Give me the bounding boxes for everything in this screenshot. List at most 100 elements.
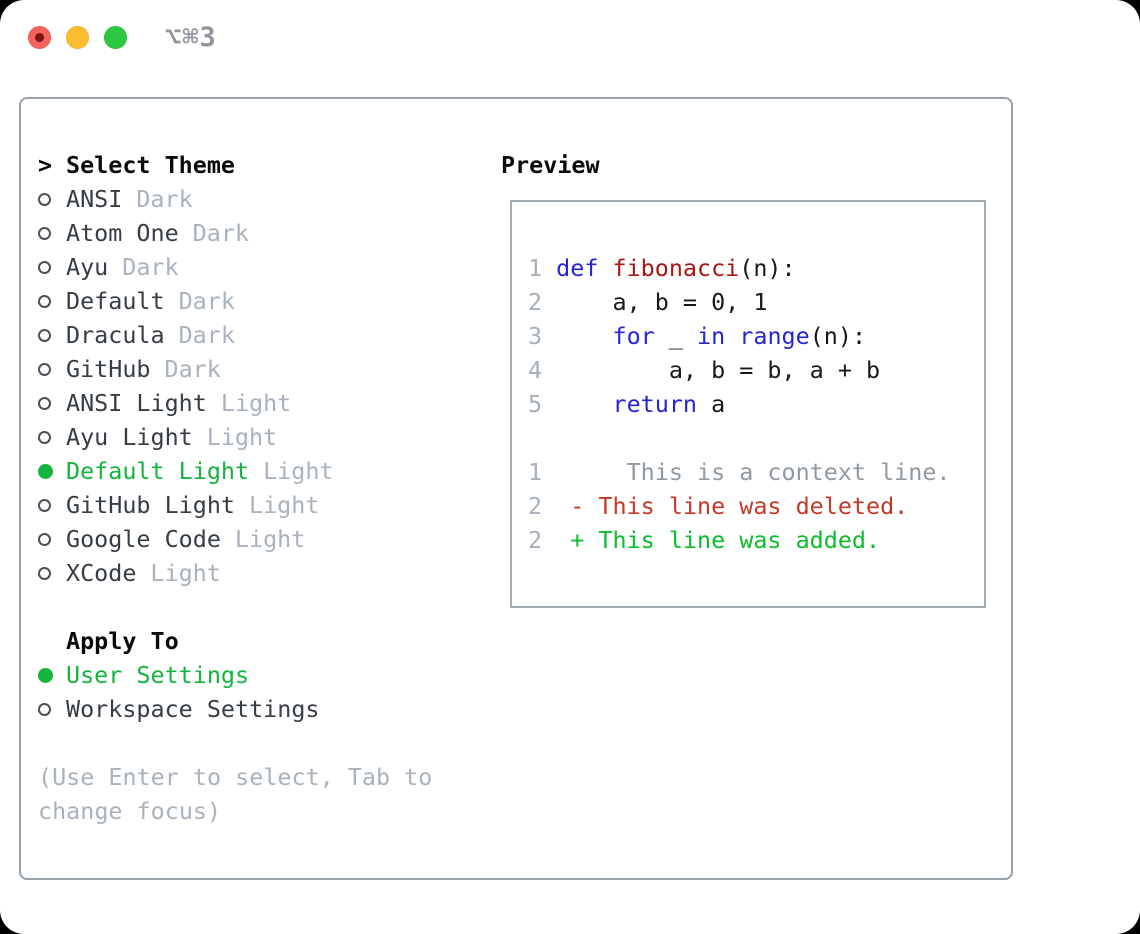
close-button[interactable] [28,26,51,49]
zoom-button[interactable] [104,26,127,49]
preview-line: 2 a, b = 0, 1 [528,285,984,319]
theme-option-github[interactable]: GitHub Dark [38,352,462,386]
code-segment-del: This line was deleted. [598,492,909,520]
code-segment-ctx: This is a context line. [556,458,951,486]
radio-icon [38,294,66,308]
theme-variant-tag: Dark [178,321,235,349]
theme-name: XCode [66,559,137,587]
radio-icon [38,532,66,546]
line-number: 3 [528,322,557,350]
preview-title: Preview [501,151,600,179]
theme-option-atom-one[interactable]: Atom One Dark [38,216,462,250]
theme-variant-tag: Light [206,423,278,451]
radio-icon [38,362,66,376]
code-segment-df: _ [654,322,698,350]
window-shortcut-label: ⌥⌘3 [165,22,217,53]
theme-option-ayu[interactable]: Ayu Dark [38,250,462,284]
theme-option-default-light[interactable]: Default Light Light [38,454,462,488]
theme-name: Default Light [66,457,250,485]
radio-icon [38,430,66,444]
code-segment-fn: fibonacci [612,254,740,282]
apply-option-user-settings[interactable]: User Settings [38,658,462,692]
code-segment-df: (n): [739,254,796,282]
theme-option-google-code[interactable]: Google Code Light [38,522,462,556]
theme-name: Dracula [66,321,165,349]
code-segment-add: + [556,526,599,554]
apply-to-title: Apply To [66,627,179,655]
code-segment-del: - [556,492,599,520]
line-number: 5 [528,390,557,418]
line-number: 4 [528,356,557,384]
theme-variant-tag: Light [220,389,292,417]
theme-variant-tag: Light [263,457,334,485]
theme-name: ANSI Light [66,389,207,417]
radio-icon [38,260,66,274]
keyboard-hint: (Use Enter to select, Tab to change focu… [38,763,433,825]
theme-variant-tag: Light [249,491,320,519]
radio-icon [38,498,66,512]
theme-option-ansi[interactable]: ANSI Dark [38,182,462,216]
line-number: 1 [528,254,557,282]
theme-variant-tag: Dark [164,355,221,383]
theme-name: Atom One [66,219,179,247]
radio-icon [38,396,66,410]
radio-selected-icon [38,463,66,479]
minimize-button[interactable] [66,26,89,49]
theme-variant-tag: Light [234,525,306,553]
code-segment-kw: def [556,254,613,282]
preview-line [528,421,984,455]
radio-icon [38,192,66,206]
code-segment-df: (n): [809,322,867,350]
select-theme-header: > Select Theme [38,148,462,182]
theme-name: ANSI [66,185,123,213]
radio-icon [38,328,66,342]
radio-selected-icon [38,667,66,683]
theme-option-xcode[interactable]: XCode Light [38,556,462,590]
code-segment-kw: return [612,390,698,418]
code-segment-kw: in [697,322,726,350]
preview-line: 2 - This line was deleted. [528,489,984,523]
theme-name: GitHub [66,355,151,383]
code-segment-kw: for [612,322,655,350]
theme-name: Ayu Light [66,423,193,451]
preview-line: 1 This is a context line. [528,455,984,489]
preview-line: 1 def fibonacci(n): [528,251,984,285]
apply-to-header: Apply To [38,624,462,658]
theme-name: Ayu [66,253,109,281]
theme-variant-tag: Dark [192,219,250,247]
theme-variant-tag: Dark [136,185,193,213]
code-segment-add: This line was added. [598,526,881,554]
theme-variant-tag: Light [150,559,221,587]
apply-option-label: User Settings [66,661,250,689]
theme-option-dracula[interactable]: Dracula Dark [38,318,462,352]
theme-variant-tag: Dark [122,253,179,281]
radio-icon [38,566,66,580]
code-segment-df: a, b = 0, 1 [556,288,768,316]
radio-icon [38,226,66,240]
theme-option-ayu-light[interactable]: Ayu Light Light [38,420,462,454]
line-number [528,424,556,452]
apply-option-workspace-settings[interactable]: Workspace Settings [38,692,462,726]
line-number: 1 [528,458,557,486]
code-segment-df [556,322,612,350]
theme-variant-tag: Dark [178,287,235,315]
prompt-caret-icon: > [38,151,53,179]
theme-option-ansi-light[interactable]: ANSI Light Light [38,386,462,420]
theme-name: Google Code [66,525,221,553]
code-segment-df: a [697,390,726,418]
preview-line: 2 + This line was added. [528,523,984,557]
code-segment-kw: range [739,322,810,350]
line-number: 2 [528,288,557,316]
line-number: 2 [528,492,557,520]
preview-line: 5 return a [528,387,984,421]
code-segment-df [556,390,612,418]
